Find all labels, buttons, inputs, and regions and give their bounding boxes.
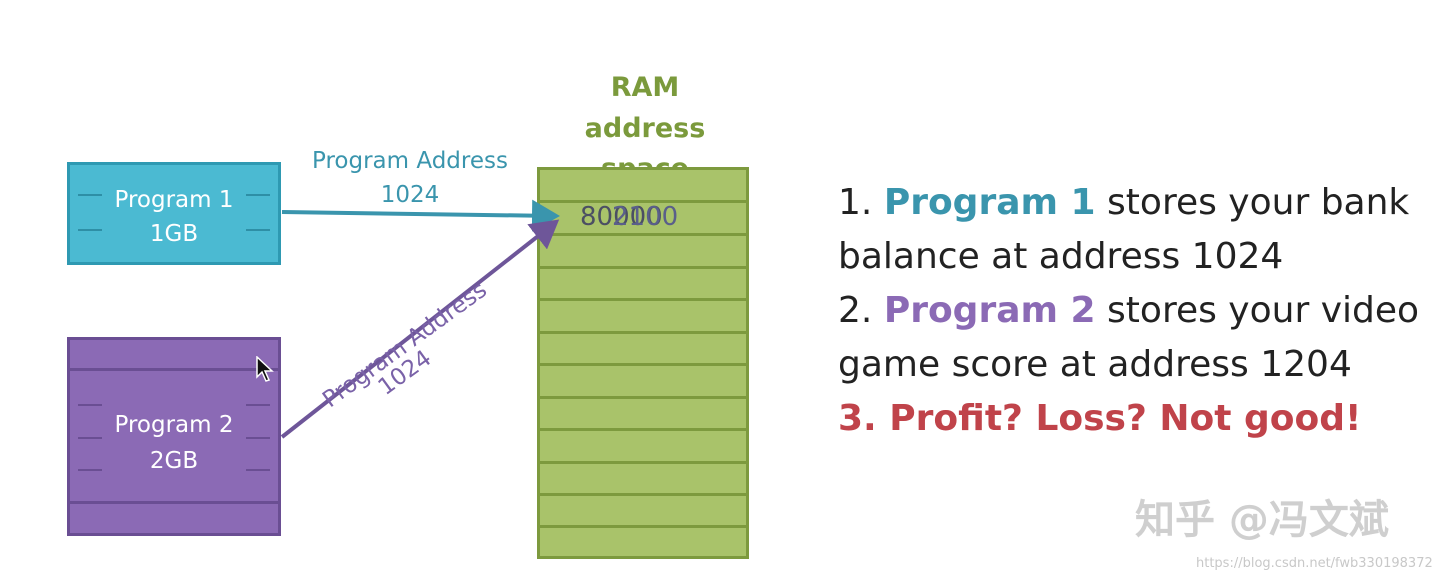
explanation-text: 1. Program 1 stores your bank balance at… (838, 176, 1428, 446)
ram-row-divider (540, 461, 746, 464)
explanation-line4: game score at address 1204 (838, 344, 1352, 385)
ram-row-divider (540, 331, 746, 334)
program2-arrow (280, 219, 560, 439)
program1-tick (246, 194, 270, 196)
ram-row-divider (540, 525, 746, 528)
program2-size: 2GB (149, 448, 199, 474)
program2-tick (78, 404, 102, 406)
ram-value-program2: 2100 (612, 202, 679, 232)
program2-name: Program 2 (114, 412, 234, 438)
ram-row-divider (540, 266, 746, 269)
program1-tick (78, 229, 102, 231)
program2-tick (246, 437, 270, 439)
watermark-zhihu: 知乎 @冯文斌 (1135, 497, 1389, 543)
program2-block: Program 2 2GB (67, 337, 281, 536)
explanation-line1-number: 1. (838, 182, 873, 223)
program1-arrow-label-line2: 1024 (380, 182, 440, 208)
program1-size: 1GB (149, 221, 199, 247)
explanation-line1-rest: stores your bank (1107, 182, 1410, 223)
explanation-program1-keyword: Program 1 (883, 182, 1096, 223)
ram-row-divider (540, 200, 746, 203)
ram-row-divider (540, 363, 746, 366)
watermark-url: https://blog.csdn.net/fwb330198372 (1196, 556, 1433, 571)
program2-divider (70, 368, 278, 371)
ram-address-space (537, 167, 749, 559)
program1-tick (246, 229, 270, 231)
ram-row-divider (540, 428, 746, 431)
explanation-line1: 1. Program 1 stores your bank (838, 176, 1428, 230)
program1-arrow (281, 199, 560, 232)
program1-tick (78, 194, 102, 196)
ram-value-program1: 80000 (580, 202, 663, 232)
program2-tick (78, 469, 102, 471)
explanation-line5: 3. Profit? Loss? Not good! (838, 398, 1362, 439)
explanation-line3-number: 2. (838, 290, 873, 331)
explanation-program2-keyword: Program 2 (883, 290, 1096, 331)
program2-tick (246, 469, 270, 471)
program2-tick (246, 404, 270, 406)
explanation-line2: balance at address 1024 (838, 236, 1284, 277)
program1-name: Program 1 (114, 187, 234, 213)
program2-divider (70, 501, 278, 504)
ram-row-divider (540, 396, 746, 399)
cursor-arrow-icon (256, 356, 274, 382)
program1-arrow-label-line1: Program Address (312, 148, 508, 174)
ram-row-divider (540, 298, 746, 301)
explanation-line3-rest: stores your video (1107, 290, 1420, 331)
program1-block: Program 1 1GB (67, 162, 281, 265)
explanation-line3: 2. Program 2 stores your video (838, 284, 1428, 338)
program2-arrow-label: Program Address 1024 (290, 277, 520, 413)
ram-row-divider (540, 233, 746, 236)
ram-row-divider (540, 493, 746, 496)
program2-tick (78, 437, 102, 439)
ram-title: RAM (610, 72, 680, 103)
